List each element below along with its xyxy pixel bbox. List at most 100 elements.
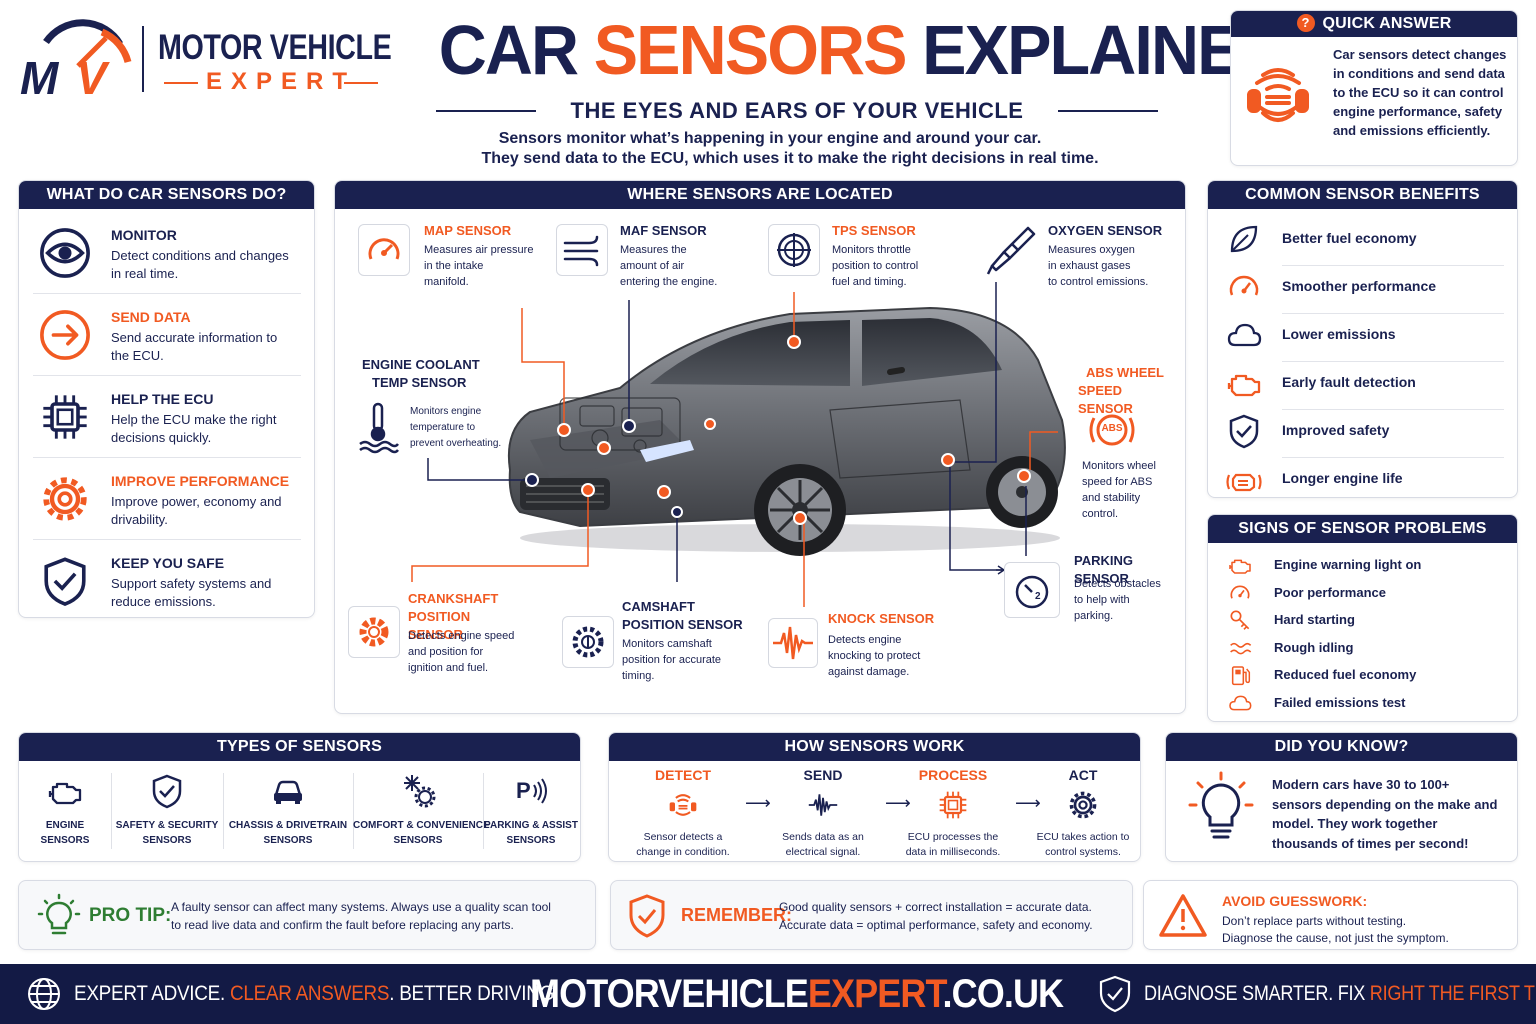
avoid-panel: AVOID GUESSWORK: Don’t replace parts wit… [1143, 880, 1518, 950]
question-icon: ? [1296, 14, 1315, 32]
how-heading: HOW SENSORS WORK [609, 733, 1140, 761]
what-item-title: HELP THE ECU [111, 391, 214, 407]
abs-sensor-callout[interactable]: ABS WHEEL SPEED SENSOR ABS Monitors whee… [1064, 364, 1174, 526]
abs-sensor-text-3: and stability [1082, 492, 1141, 504]
car-icon [270, 773, 306, 809]
how-step-text-1: Sends data as an [782, 831, 864, 843]
sensor-type-label-2: SENSORS [40, 835, 90, 846]
sign-item: Reduced fuel economy [1228, 663, 1514, 689]
svg-text:2: 2 [1035, 591, 1041, 602]
sensor-type-0[interactable]: ENGINE SENSORS [19, 771, 111, 851]
cloud-icon [1228, 691, 1252, 715]
pro-tip-text-1: A faulty sensor can affect many systems.… [171, 900, 551, 914]
parking-sensor-callout[interactable]: 2 PARKING SENSOR Detects obstacles to he… [1004, 552, 1180, 632]
knock-sensor-callout[interactable]: KNOCK SENSOR Detects engine knocking to … [768, 608, 948, 688]
benefit-label: Smoother performance [1282, 278, 1437, 294]
avoid-label: AVOID GUESSWORK: [1222, 893, 1368, 909]
oxygen-sensor-callout[interactable]: OXYGEN SENSOR Measures oxygen in exhaust… [984, 222, 1174, 302]
what-item-text: Send accurate information to the ECU. [111, 330, 278, 363]
what-item-text: Help the ECU make the right decisions qu… [111, 412, 277, 445]
sensor-type-label-2: SENSORS [506, 835, 556, 846]
waveform-icon [807, 789, 839, 821]
shield-check-icon [1226, 413, 1262, 449]
step-arrow-icon: ⟶ [885, 793, 911, 813]
sensor-type-label-1: ENGINE [45, 820, 85, 831]
mv-logo-icon: M V [20, 19, 132, 100]
brand-name: MOTOR VEHICLE [158, 28, 392, 67]
map-sensor-callout[interactable]: MAP SENSOR Measures air pressure in the … [358, 222, 548, 302]
maf-sensor-callout[interactable]: MAF SENSOR Measures the amount of air en… [556, 222, 756, 302]
title-part3: EXPLAINED [905, 11, 1287, 89]
quick-answer-text: Car sensors detect changes in conditions… [1333, 47, 1507, 138]
sign-label: Engine warning light on [1274, 557, 1422, 572]
step-arrow-icon: ⟶ [745, 793, 771, 813]
what-item-help-the-ecu[interactable]: HELP THE ECU Help the ECU make the right … [31, 389, 303, 459]
how-step-title: ACT [1068, 767, 1098, 783]
airflow-icon [556, 224, 608, 276]
footer-bar: EXPERT ADVICE. CLEAR ANSWERS. BETTER DRI… [0, 964, 1536, 1024]
sign-label: Reduced fuel economy [1274, 667, 1417, 682]
what-item-title: SEND DATA [111, 309, 191, 325]
crankshaft-sensor-callout[interactable]: CRANKSHAFT POSITION SENSOR Detects engin… [348, 590, 528, 680]
what-item-send-data[interactable]: SEND DATA Send accurate information to th… [31, 307, 303, 377]
parking-sensor-text-2: to help with [1074, 594, 1130, 606]
benefit-label: Early fault detection [1282, 374, 1416, 390]
sign-label: Failed emissions test [1274, 694, 1406, 710]
page-subtitle: THE EYES AND EARS OF YOUR VEHICLE [570, 98, 1024, 123]
lightbulb-icon [1188, 771, 1254, 839]
benefit-item: Lower emissions [1222, 317, 1512, 357]
eye-icon [39, 227, 91, 279]
abs-badge-text: ABS [1101, 423, 1123, 434]
coolant-sensor-text-2: temperature to [410, 422, 476, 433]
knock-sensor-text-2: knocking to protect [828, 650, 921, 662]
tip-lightbulb-icon [37, 893, 81, 935]
camshaft-sensor-callout[interactable]: CAMSHAFT POSITION SENSOR Monitors camsha… [562, 598, 752, 690]
coolant-sensor-text-3: prevent overheating. [410, 438, 502, 449]
camshaft-sensor-text-3: timing. [622, 670, 655, 682]
speedometer-icon [358, 224, 410, 276]
how-step-text-2: control systems. [1045, 846, 1121, 858]
did-you-know-panel: DID YOU KNOW? Modern cars have 30 to 100… [1165, 732, 1518, 862]
benefit-item: Better fuel economy [1222, 221, 1512, 261]
tps-sensor-callout[interactable]: TPS SENSOR Monitors throttle position to… [768, 222, 948, 302]
coolant-sensor-callout[interactable]: ENGINE COOLANT TEMP SENSOR Monitors engi… [352, 356, 522, 456]
footer-website-link[interactable]: MOTORVEHICLEEXPERT.CO.UK [530, 972, 1064, 1017]
engine-icon [1228, 553, 1252, 577]
brand-logo[interactable]: M V MOTOR VEHICLE EXPERT [16, 18, 396, 100]
quick-answer-panel: ?QUICK ANSWER Car sensors detect changes… [1230, 10, 1518, 166]
what-item-text: Support safety systems and reduce emissi… [111, 576, 272, 609]
tps-sensor-text-1: Monitors throttle [832, 244, 911, 256]
coolant-sensor-title-1: ENGINE COOLANT [362, 357, 480, 372]
thermometer-icon [359, 402, 399, 454]
maf-sensor-text-3: entering the engine. [620, 276, 718, 288]
oxygen-sensor-text-3: to control emissions. [1048, 276, 1149, 288]
parking-gauge-icon: 2 [1004, 562, 1060, 618]
map-sensor-title: MAP SENSOR [424, 223, 512, 238]
oxygen-sensor-text-2: in exhaust gases [1048, 260, 1131, 272]
how-step-text-1: Sensor detects a [643, 831, 723, 843]
wave-icon [1228, 636, 1252, 660]
leaf-icon [1226, 221, 1262, 257]
footer-left-3: . BETTER DRIVING. [389, 982, 559, 1005]
intro-line-1: Sensors monitor what’s happening in your… [498, 130, 1042, 147]
maf-sensor-title: MAF SENSOR [620, 223, 707, 238]
maf-sensor-text-1: Measures the [620, 244, 687, 256]
benefit-label: Lower emissions [1282, 326, 1396, 342]
benefits-panel: COMMON SENSOR BENEFITS Better fuel econo… [1207, 180, 1518, 498]
benefit-label: Improved safety [1282, 422, 1390, 438]
cam-gear-icon [562, 616, 614, 668]
parking-icon: P [513, 773, 549, 809]
step-arrow-icon: ⟶ [1015, 793, 1041, 813]
sign-item: Poor performance [1228, 581, 1514, 607]
did-you-know-heading: DID YOU KNOW? [1166, 733, 1517, 761]
